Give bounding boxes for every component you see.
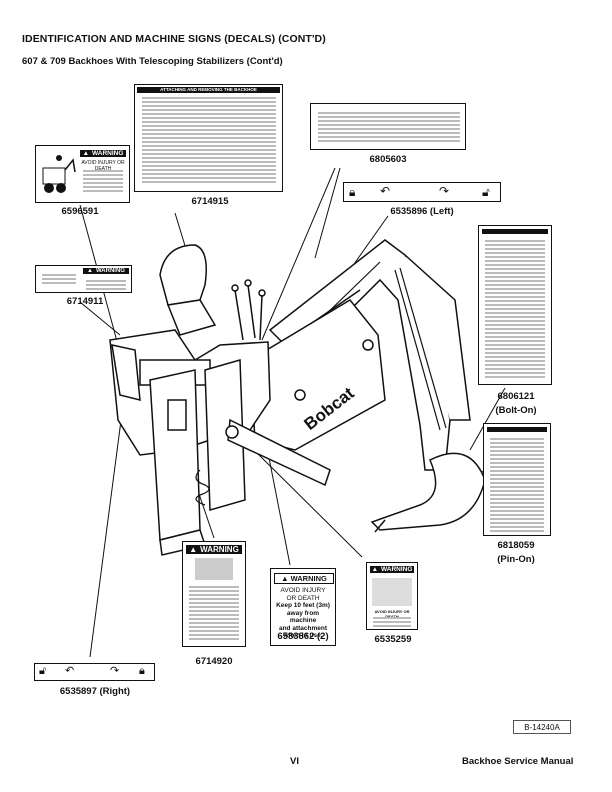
decal-6535896: 🔒︎ ↶ ↷ 🔓︎ [343,182,501,202]
decal-6535897: 🔓︎ ↶ ↷ 🔒︎ [34,663,155,681]
decal-6805603 [310,103,466,150]
unlock-icon: 🔓︎ [39,665,47,677]
warning-text: AVOID INJURY OR DEATH [81,160,125,172]
decal-6714915: ATTACHING AND REMOVING THE BACKHOE [134,84,283,192]
decal-label-6714920: 6714920 [195,656,233,667]
operator-seat [159,244,217,336]
decal-body-text [80,168,126,194]
decal-label-6806121: 6806121 [497,391,535,402]
arrow-icon: ↶ [65,665,75,677]
warning-header: ▲WARNING [80,150,126,157]
lock-icon: 🔒︎ [139,665,145,677]
decal-title: ATTACHING AND REMOVING THE BACKHOE [137,87,280,93]
decal-6714911: ▲WARNING [35,265,132,293]
page-subtitle: 607 & 709 Backhoes With Telescoping Stab… [22,56,283,67]
page-title: IDENTIFICATION AND MACHINE SIGNS (DECALS… [22,33,326,45]
decal-label-6818059: 6818059 [497,540,535,551]
decal-6714920: ▲WARNING [182,541,246,647]
warning-line: OR DEATH [286,594,320,602]
lock-icon: 🔒︎ [349,185,356,199]
decal-label-6714911: 6714911 [66,296,104,307]
warning-line: Keep 10 feet (3m) [276,602,330,609]
warning-line: when in use. [283,632,323,639]
warning-line: AVOID INJURY [280,587,326,594]
warning-header: ▲WARNING [370,566,414,573]
decal-6535259: ▲WARNING AVOID INJURY OR DEATH [366,562,418,630]
page-number: VI [290,756,299,767]
arrow-icon: ↷ [110,665,120,677]
chain [195,469,210,506]
hazard-illustration [372,578,412,606]
decal-label-6805603: 6805603 [369,154,407,165]
control-levers [231,279,266,341]
warning-text: AVOID INJURY OR DEATH [374,609,410,619]
unlock-icon: 🔓︎ [482,185,490,199]
arrow-icon: ↷ [439,184,450,198]
right-stabilizer [204,359,331,511]
decal-label-6596591: 6596591 [61,206,99,217]
decal-label-6583862: 6583862 (2) [277,631,329,642]
warning-header: ▲WARNING [83,268,129,274]
decal-6596591: ▲WARNING AVOID INJURY OR DEATH [35,145,130,203]
warning-header: ▲WARNING [274,573,334,584]
decal-label-6535259: 6535259 [374,634,412,645]
decal-label-6535896: 6535896 (Left) [390,206,454,217]
decal-label-6535897: 6535897 (Right) [59,686,131,697]
decal-label-6806121-sub: (Bolt-On) [495,405,537,416]
figure-id: B-14240A [513,720,571,734]
warning-line: away from machine [286,609,320,625]
bucket [370,452,486,533]
decal-label-6714915: 6714915 [191,196,229,207]
hazard-illustration [195,558,233,580]
arrow-icon: ↶ [380,184,391,198]
decal-label-6818059-sub: (Pin-On) [497,554,535,565]
decal-6818059 [483,423,551,536]
decal-6806121 [478,225,552,385]
skid-steer-icon [39,150,77,198]
warning-header: ▲WARNING [186,545,242,554]
warning-line: and attachment [278,624,328,632]
decal-6583862: ▲WARNING AVOID INJURY OR DEATH Keep 10 f… [270,568,336,646]
manual-title: Backhoe Service Manual [462,756,574,767]
